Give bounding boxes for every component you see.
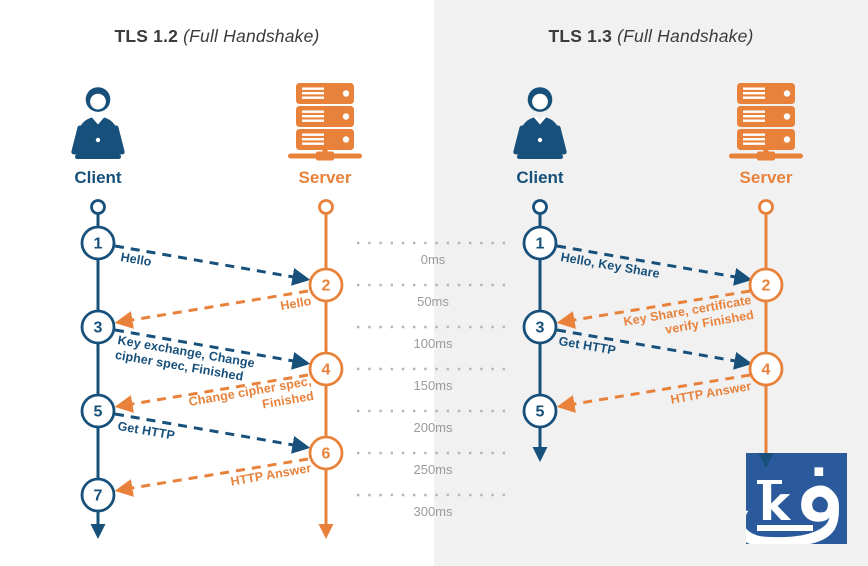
tls12-title-version: TLS 1.2	[114, 26, 179, 46]
client-icon	[71, 87, 125, 159]
node-number: 3	[94, 320, 103, 337]
client-label: Client	[74, 168, 122, 187]
server-label: Server	[298, 168, 352, 187]
server-icon	[288, 83, 362, 161]
sequence-node	[308, 267, 344, 303]
message-label: Hello	[279, 294, 313, 314]
node-number: 1	[94, 236, 103, 253]
node-number: 5	[94, 404, 103, 421]
lifeline-arrowhead	[318, 524, 334, 539]
lifeline-arrowhead	[90, 524, 106, 539]
sequence-node	[80, 393, 116, 429]
node-number: 6	[322, 446, 331, 463]
sequence-node	[80, 309, 116, 345]
lifeline-start-dot	[90, 199, 106, 215]
tls12-title: TLS 1.2(Full Handshake)	[0, 26, 434, 47]
lifeline-start-dot	[318, 199, 334, 215]
node-number: 4	[322, 362, 331, 379]
message-label: HTTP Answer	[229, 461, 313, 489]
logo-decor-bar	[757, 480, 782, 484]
sequence-node	[80, 477, 116, 513]
node-number: 7	[94, 488, 103, 505]
sequence-node	[308, 351, 344, 387]
tls13-title: TLS 1.3(Full Handshake)	[434, 26, 868, 47]
tls13-title-version: TLS 1.3	[548, 26, 613, 46]
tls13-title-subtitle: (Full Handshake)	[617, 26, 754, 46]
logo-baseline-bar	[757, 525, 813, 531]
client-label: Client	[516, 168, 564, 187]
logo-latin-letter: k	[759, 477, 791, 532]
server-label: Server	[739, 168, 793, 187]
node-number: 2	[322, 278, 331, 295]
sequence-node	[308, 435, 344, 471]
sequence-node	[80, 225, 116, 261]
brand-logo: ف k	[746, 453, 847, 544]
message-label: Hello	[119, 250, 153, 270]
message-label: Get HTTP	[116, 419, 176, 443]
server-icon	[729, 83, 803, 161]
tls12-title-subtitle: (Full Handshake)	[183, 26, 320, 46]
client-icon	[513, 87, 567, 159]
